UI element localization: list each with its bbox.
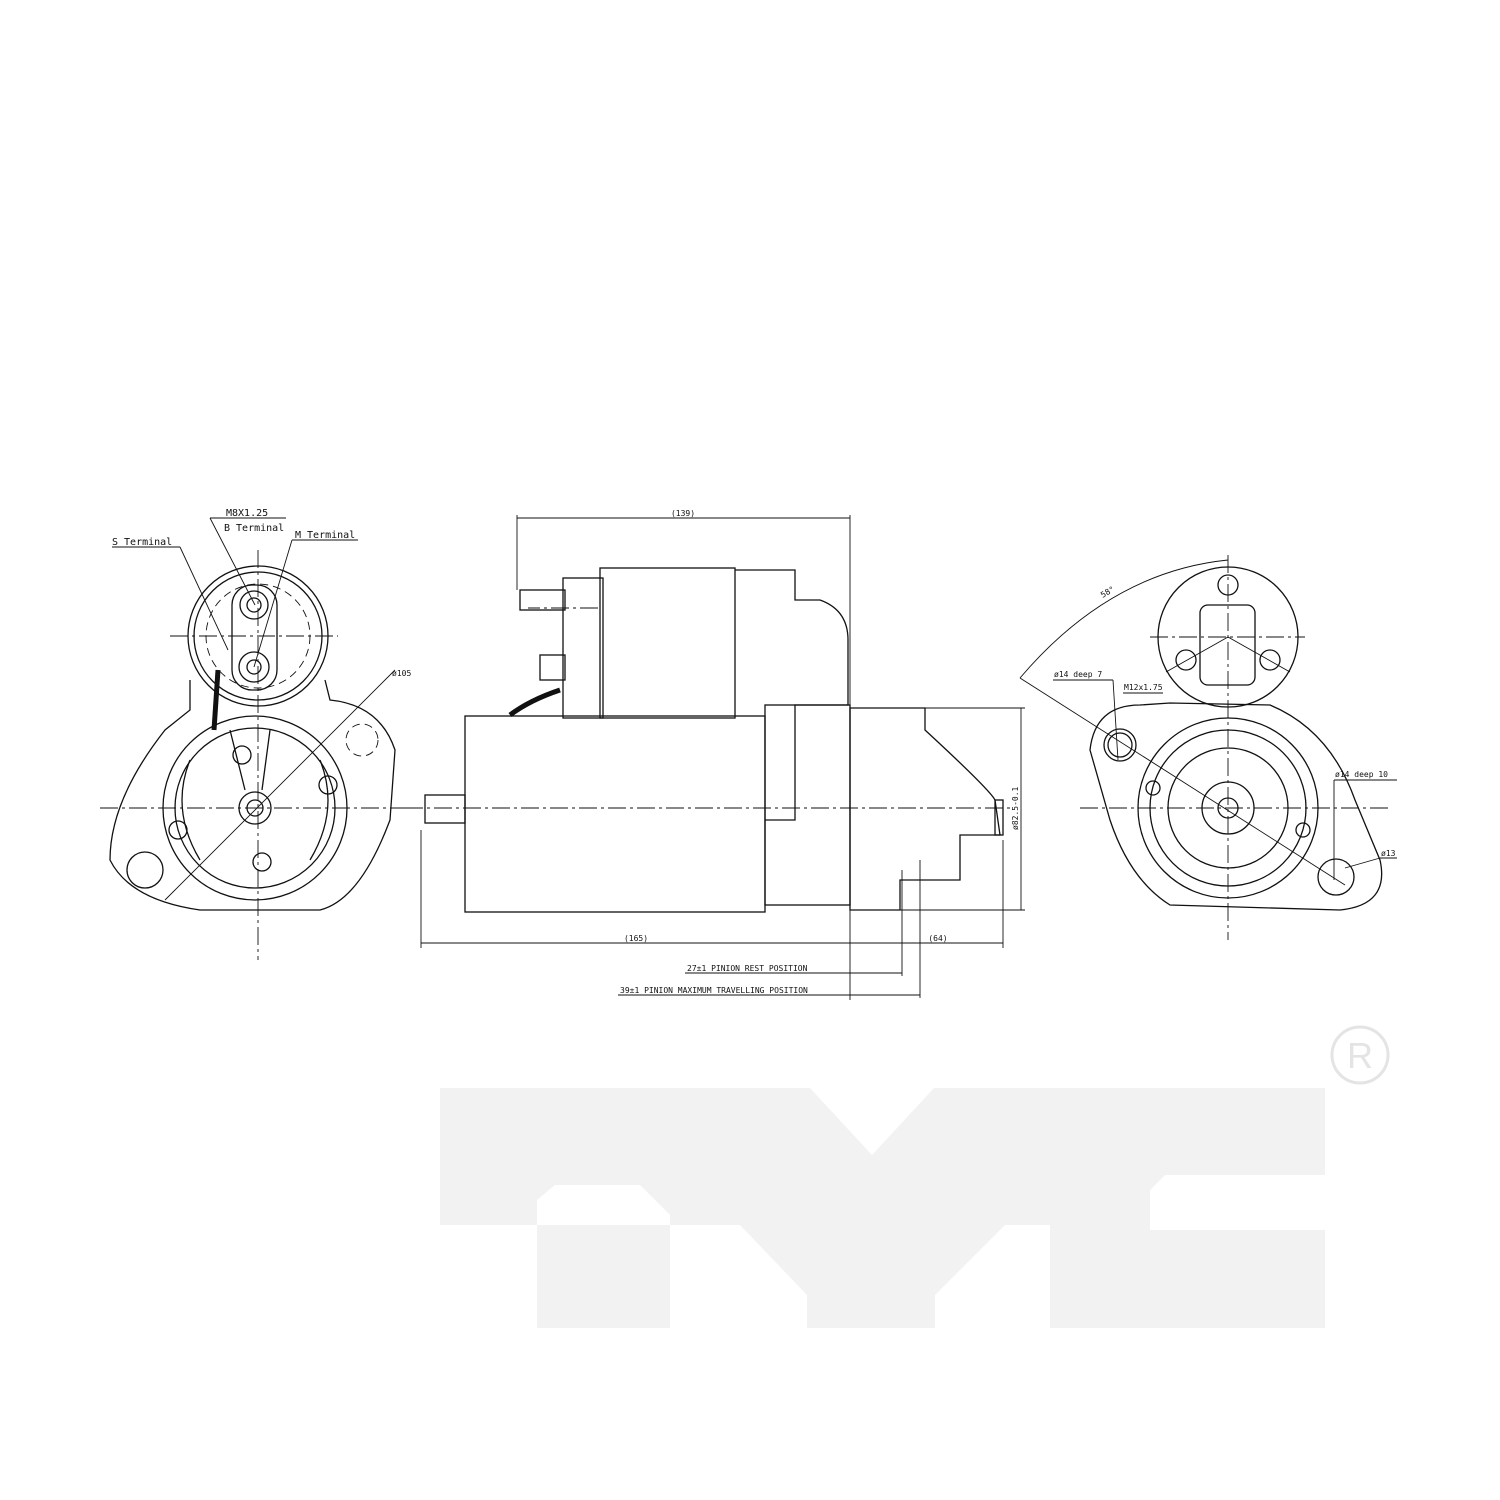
top-length-dim: (139) (671, 509, 695, 518)
s-terminal-label: S Terminal (112, 537, 172, 548)
thread-label-right: M12x1.75 (1124, 683, 1163, 692)
pinion-max-label: 39±1 PINION MAXIMUM TRAVELLING POSITION (620, 986, 808, 995)
body-length-dim: (165) (624, 934, 648, 943)
pilot-diameter-dim: ø82.5-0.1 (1011, 786, 1020, 830)
side-view: (139) (165) (64) 27±1 PINION REST POSITI… (405, 509, 1025, 1000)
m-terminal-label: M Terminal (295, 530, 355, 541)
pinion-rest-label: 27±1 PINION REST POSITION (687, 964, 808, 973)
hole-2-label: ø14 deep 10 (1335, 770, 1388, 779)
right-end-view: 58° ø14 deep 7 M12x1.75 ø14 deep 10 ø13 (1019, 555, 1397, 940)
hole-1-label: ø14 deep 7 (1054, 670, 1102, 679)
tyc-logo-watermark: R (440, 1025, 1390, 1328)
registered-mark: R (1347, 1035, 1373, 1076)
left-end-view: M8X1.25 B Terminal M Terminal S Terminal… (100, 508, 415, 960)
b-terminal-label: B Terminal (224, 523, 284, 534)
hole-3-label: ø13 (1381, 849, 1396, 858)
diameter-label: ø105 (392, 669, 411, 678)
nose-length-dim: (64) (928, 934, 947, 943)
thread-label: M8X1.25 (226, 508, 268, 519)
